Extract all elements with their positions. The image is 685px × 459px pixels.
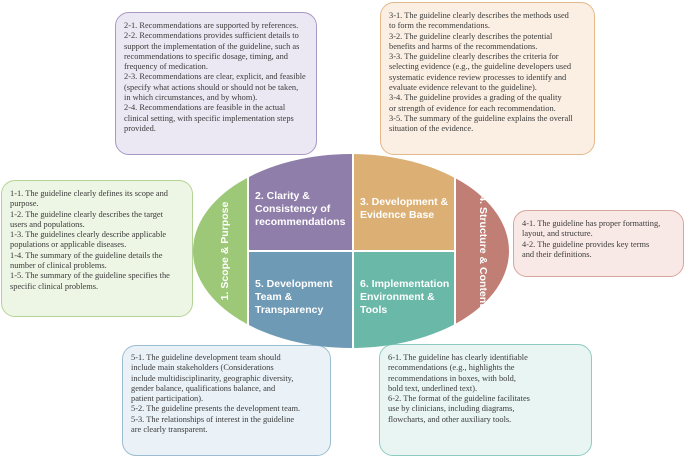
- segment-label-line: Consistency of: [255, 203, 331, 215]
- box-line: 1-1. The guideline clearly defines its s…: [10, 189, 168, 198]
- segment-development-team: [249, 252, 352, 348]
- box-line: 3-3. The guideline clearly describes the…: [389, 52, 559, 62]
- box-line: use by clinicians, including diagrams,: [388, 404, 515, 414]
- segment-label-line: 1. Scope & Purpose: [219, 202, 231, 301]
- box-line: bold text, underlined text).: [388, 383, 478, 393]
- segment-label-1: 1. Scope & Purpose: [219, 202, 231, 301]
- box-line: (specify what actions should or should n…: [124, 82, 299, 92]
- segment-label-line: Evidence Base: [360, 209, 434, 221]
- box-line: 3-4. The guideline provides a grading of…: [389, 93, 562, 103]
- segment-label-line: Tools: [360, 304, 387, 316]
- box-line: gender balance, qualifications balance, …: [131, 383, 276, 393]
- box-line: include main stakeholders (Consideration…: [131, 363, 274, 373]
- box-line: patient participation).: [131, 394, 204, 404]
- box-line: 6-2. The format of the guideline facilit…: [388, 394, 530, 404]
- segment-development-evidence: [354, 154, 454, 250]
- box-line: provided.: [124, 123, 156, 133]
- box-line: populations or applicable diseases.: [10, 240, 127, 250]
- box-scope-purpose: 1-1. The guideline clearly defines its s…: [1, 180, 193, 317]
- segment-label-line: 3. Development &: [360, 196, 449, 208]
- box-line: 1-3. The guidelines clearly describe app…: [10, 230, 167, 240]
- box-line: frequency of medication.: [124, 62, 208, 72]
- box-line: benefits and harms of the recommendation…: [389, 41, 538, 51]
- segment-clarity-consistency: [249, 154, 352, 250]
- box-line: clinical setting, with specific implemen…: [124, 113, 294, 123]
- box-line: 1-4. The summary of the guideline detail…: [10, 250, 163, 260]
- segment-implementation-tools: [354, 252, 454, 348]
- box-line: or strength of evidence for each recomme…: [389, 103, 556, 113]
- box-line: evaluate evidence relevant to the guidel…: [389, 83, 537, 93]
- segment-label-line: recommendations: [255, 216, 346, 228]
- box-line: 5-1. The guideline development team shou…: [131, 353, 281, 362]
- segment-label-4: 4. Structure & Content: [477, 195, 489, 307]
- box-line: recommendations in boxes, with bold,: [388, 373, 516, 383]
- box-line: 5-3. The relationships of interest in th…: [131, 414, 295, 424]
- segment-label-line: Transparency: [255, 304, 323, 316]
- box-development-evidence: 3-1. The guideline clearly describes the…: [380, 2, 595, 155]
- box-line: 3-2. The guideline clearly describes the…: [389, 31, 553, 41]
- box-line: layout, and structure.: [522, 229, 593, 239]
- box-line: 6-1. The guideline has clearly identifia…: [388, 353, 528, 362]
- segment-label-line: Team &: [255, 291, 293, 303]
- box-line: 2-1. Recommendations are supported by re…: [124, 21, 299, 30]
- box-development-team: 5-1. The guideline development team shou…: [122, 345, 331, 456]
- box-line: specific clinical problems.: [10, 281, 99, 291]
- box-line: 1-2. The guideline clearly describes the…: [10, 209, 163, 219]
- box-line: support the implementation of the guidel…: [124, 41, 300, 51]
- box-line: 2-4. Recommendations are feasible in the…: [124, 103, 286, 113]
- box-line: 2-3. Recommendations are clear, explicit…: [124, 72, 306, 82]
- segment-label-line: 6. Implementation: [360, 278, 449, 290]
- box-line: 1-5. The summary of the guideline specif…: [10, 271, 170, 281]
- box-line: systematic evidence review processes to …: [389, 72, 567, 82]
- box-line: 5-2. The guideline presents the developm…: [131, 404, 301, 414]
- box-line: and their definitions.: [522, 249, 592, 259]
- box-line: recommendations (e.g., highlights the: [388, 363, 515, 373]
- segment-label-line: 2. Clarity &: [255, 190, 310, 202]
- box-line: include multidisciplinarity, geographic …: [131, 373, 294, 383]
- box-line: number of clinical problems.: [10, 261, 107, 271]
- box-line: 2-2. Recommendations provides sufficient…: [124, 31, 299, 41]
- box-line: recommendations to specific dosage, timi…: [124, 51, 288, 61]
- box-line: selecting evidence (e.g., the guideline …: [389, 62, 572, 72]
- box-line: flowcharts, and other auxiliary tools.: [388, 414, 512, 424]
- segment-label-line: 4. Structure & Content: [477, 195, 489, 307]
- box-line: users and populations.: [10, 219, 85, 229]
- box-line: situation of the evidence.: [389, 124, 474, 134]
- box-line: purpose.: [10, 199, 39, 209]
- box-implementation-tools: 6-1. The guideline has clearly identifia…: [379, 344, 592, 456]
- segment-label-3: 3. Development &Evidence Base: [360, 196, 449, 221]
- box-structure-content: 4-1. The guideline has proper formatting…: [513, 210, 684, 277]
- box-line: in which circumstances, and by whom).: [124, 93, 258, 103]
- box-line: 3-1. The guideline clearly describes the…: [389, 11, 569, 20]
- box-clarity-consistency: 2-1. Recommendations are supported by re…: [115, 12, 317, 155]
- segment-label-line: 5. Development: [255, 278, 333, 290]
- box-line: are clearly transparent.: [131, 425, 208, 435]
- segment-label-line: Environment &: [360, 291, 435, 303]
- box-line: 4-1. The guideline has proper formatting…: [522, 219, 661, 228]
- box-line: 3-5. The summary of the guideline explai…: [389, 113, 573, 123]
- box-line: 4-2. The guideline provides key terms: [522, 239, 650, 249]
- box-line: to form the recommendations.: [389, 21, 490, 31]
